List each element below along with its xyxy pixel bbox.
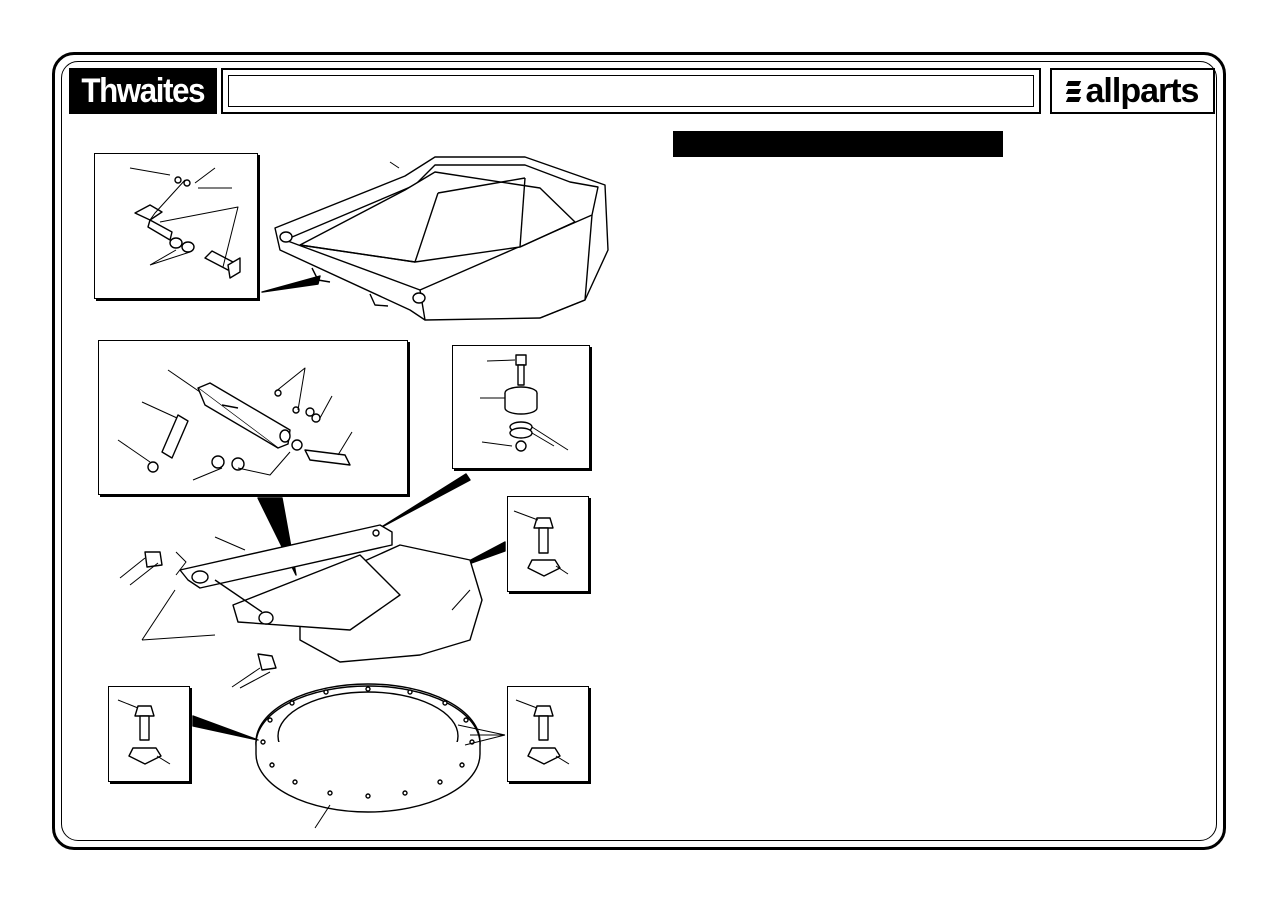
flange-bolt-drawing-icon [117, 699, 171, 765]
flange-bolt-drawing-icon [513, 510, 569, 577]
brand-right-text: allparts [1085, 71, 1200, 110]
parts-sheet-frame: Thwaites allparts [52, 52, 1226, 850]
thwaites-logo: Thwaites [69, 68, 217, 114]
sheet-inner-border [61, 61, 1217, 841]
title-bar [221, 68, 1041, 114]
brand-left-text: Thwaites [81, 71, 206, 110]
title-bar-inner [228, 75, 1034, 107]
flange-bolt-drawing-icon [515, 699, 570, 765]
section-heading-band [673, 131, 1003, 157]
slew-ring-drawing-icon [255, 683, 506, 829]
swivel-frame-drawing-icon [119, 524, 483, 689]
linkage-arm-drawing-icon [117, 367, 353, 481]
allparts-logo: allparts [1050, 68, 1215, 114]
rubber-buffer-drawing-icon [480, 354, 569, 452]
pivot-pin-drawing-icon [129, 167, 241, 279]
skip-bucket-drawing-icon [274, 156, 609, 321]
